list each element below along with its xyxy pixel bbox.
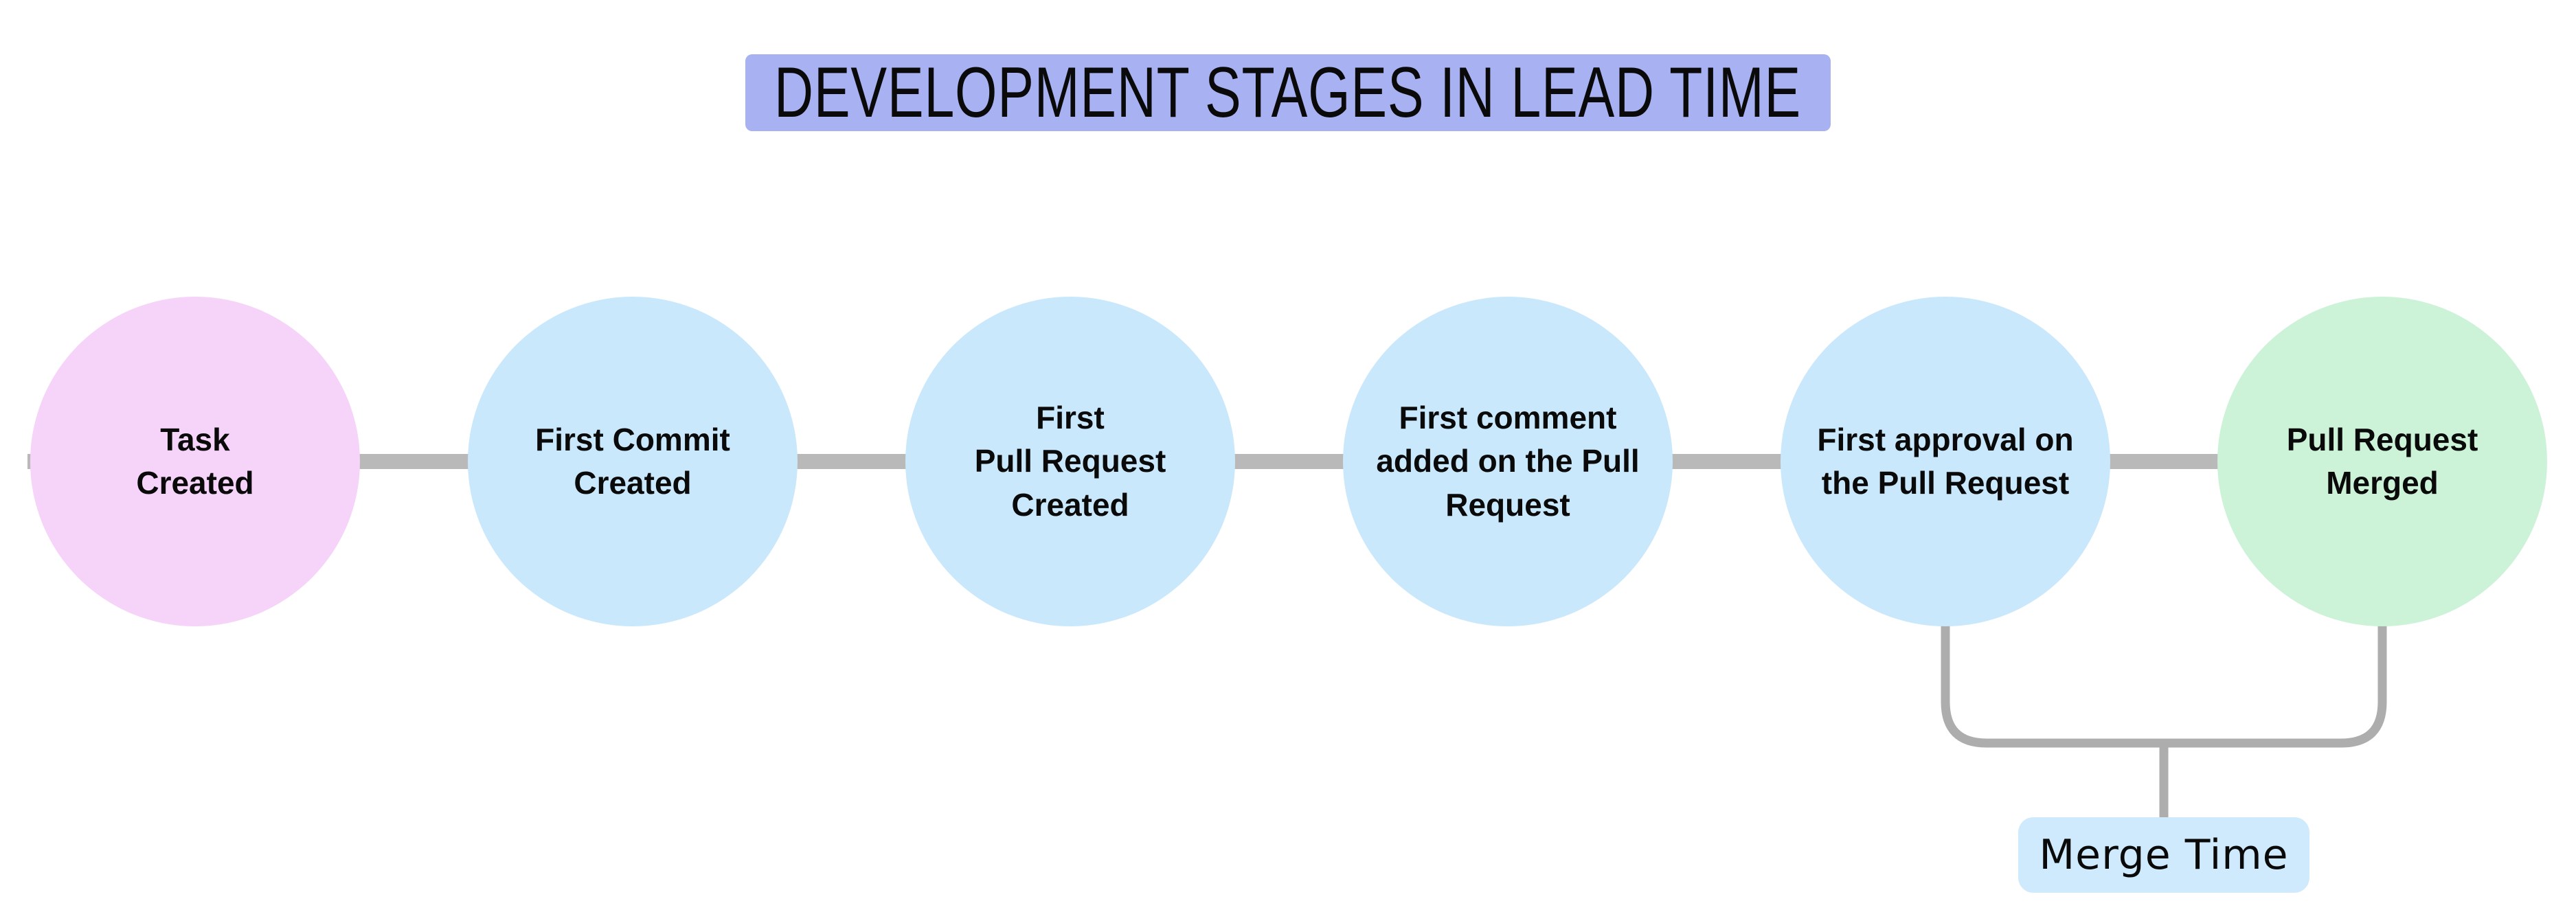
stage-label: First comment added on the Pull Request [1376,399,1640,523]
stage-label: Pull Request Merged [2286,421,2478,501]
stage-node-first-approval: First approval on the Pull Request [1781,297,2110,626]
stage-node-pull-request-merged: Pull Request Merged [2217,297,2547,626]
stage-node-first-commit-created: First Commit Created [468,297,798,626]
merge-time-label: Merge Time [2039,831,2289,879]
merge-time-label-box: Merge Time [2018,817,2309,893]
stage-node-first-comment-added: First comment added on the Pull Request [1343,297,1673,626]
stage-label: First approval on the Pull Request [1817,421,2074,501]
diagram-title: DEVELOPMENT STAGES IN LEAD TIME [774,52,1802,133]
stage-label: First Commit Created [535,421,730,501]
stage-label: First Pull Request Created [974,399,1166,523]
stage-label: Task Created [136,421,254,501]
stage-node-task-created: Task Created [30,297,360,626]
bracket-path [1941,622,2387,748]
title-banner: DEVELOPMENT STAGES IN LEAD TIME [745,52,1831,133]
stage-node-first-pull-request-created: First Pull Request Created [905,297,1235,626]
